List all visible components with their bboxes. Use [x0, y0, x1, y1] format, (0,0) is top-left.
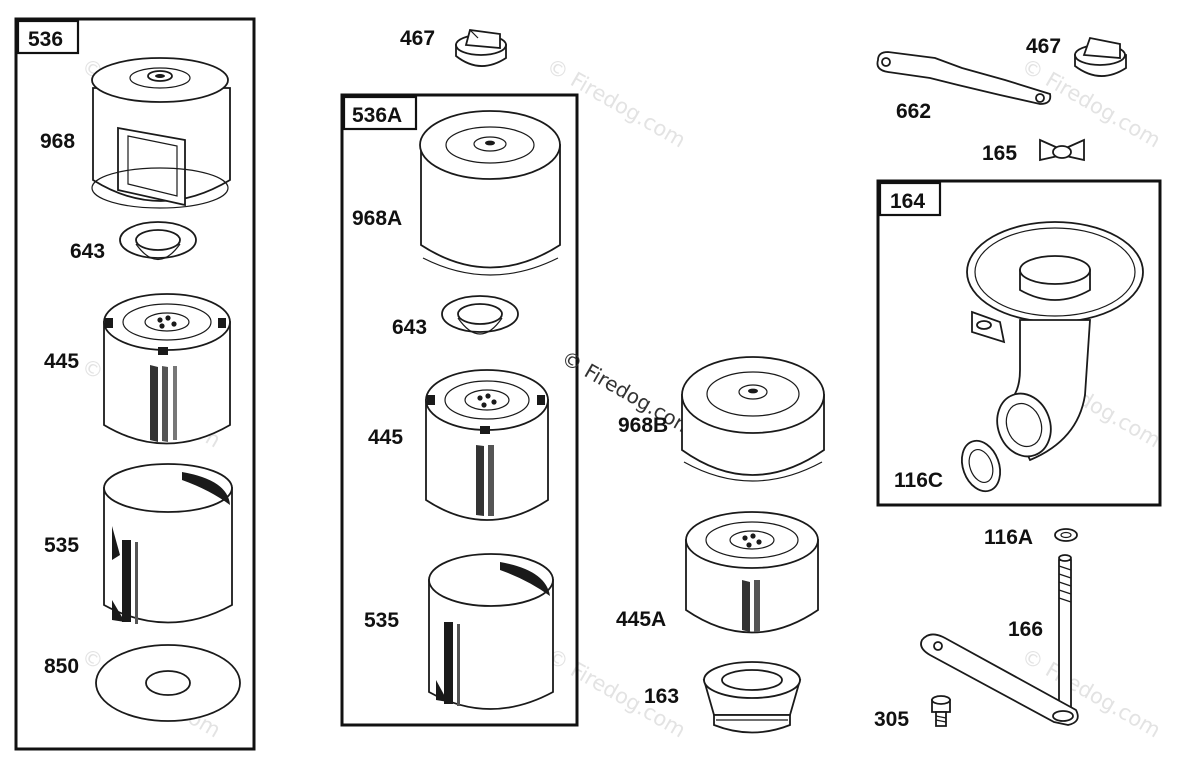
part-305-screw	[931, 695, 951, 727]
label-445A: 445A	[616, 608, 666, 631]
label-116A: 116A	[984, 526, 1033, 549]
label-305: 305	[874, 708, 909, 731]
label-968B: 968B	[618, 414, 668, 437]
part-bracket-plate	[920, 633, 1079, 726]
part-643-left-adapter	[119, 221, 197, 260]
group-label-536A: 536A	[352, 104, 402, 127]
part-116A-washer	[1054, 528, 1078, 542]
part-116C-gasket-inner	[968, 448, 994, 484]
label-445-mid: 445	[368, 426, 403, 449]
part-164-elbow	[966, 221, 1144, 462]
label-467-mid: 467	[400, 27, 435, 50]
label-850: 850	[44, 655, 79, 678]
label-643-left: 643	[70, 240, 105, 263]
label-165: 165	[982, 142, 1017, 165]
part-116A-washer-inner	[1060, 531, 1072, 539]
part-968-cover	[91, 57, 231, 209]
group-label-164: 164	[890, 190, 925, 213]
part-467-mid-knob	[455, 29, 507, 67]
part-445-left-filter	[103, 293, 231, 445]
label-535-left: 535	[44, 534, 79, 557]
label-163: 163	[644, 685, 679, 708]
part-535-left-sleeve	[103, 463, 233, 624]
label-643-mid: 643	[392, 316, 427, 339]
label-467-right: 467	[1026, 35, 1061, 58]
part-116C-gasket	[960, 439, 1002, 493]
part-968A-cover	[419, 110, 561, 276]
part-968B-cover	[681, 356, 825, 482]
watermark-text: © Firedog.com	[543, 54, 690, 153]
part-535-mid-sleeve	[428, 553, 554, 710]
label-662: 662	[896, 100, 931, 123]
label-445-left: 445	[44, 350, 79, 373]
label-968A: 968A	[352, 207, 402, 230]
part-163-adapter	[702, 661, 802, 734]
group-label-536: 536	[28, 28, 63, 51]
part-165-wingnut	[1039, 138, 1085, 162]
group-box-536: 536	[14, 17, 256, 751]
label-535-mid: 535	[364, 609, 399, 632]
part-662-bracket	[876, 51, 1052, 105]
part-445A-filter	[685, 511, 819, 634]
group-box-536A: 536A	[340, 93, 579, 727]
group-box-164: 164	[876, 179, 1162, 507]
label-968: 968	[40, 130, 75, 153]
part-166-stud	[1058, 554, 1072, 719]
part-643-mid-adapter	[441, 295, 519, 335]
part-850-gasket	[95, 644, 241, 722]
label-166: 166	[1008, 618, 1043, 641]
part-445-mid-filter	[425, 369, 549, 521]
part-467-right-knob	[1074, 36, 1127, 77]
label-116C: 116C	[894, 469, 943, 492]
